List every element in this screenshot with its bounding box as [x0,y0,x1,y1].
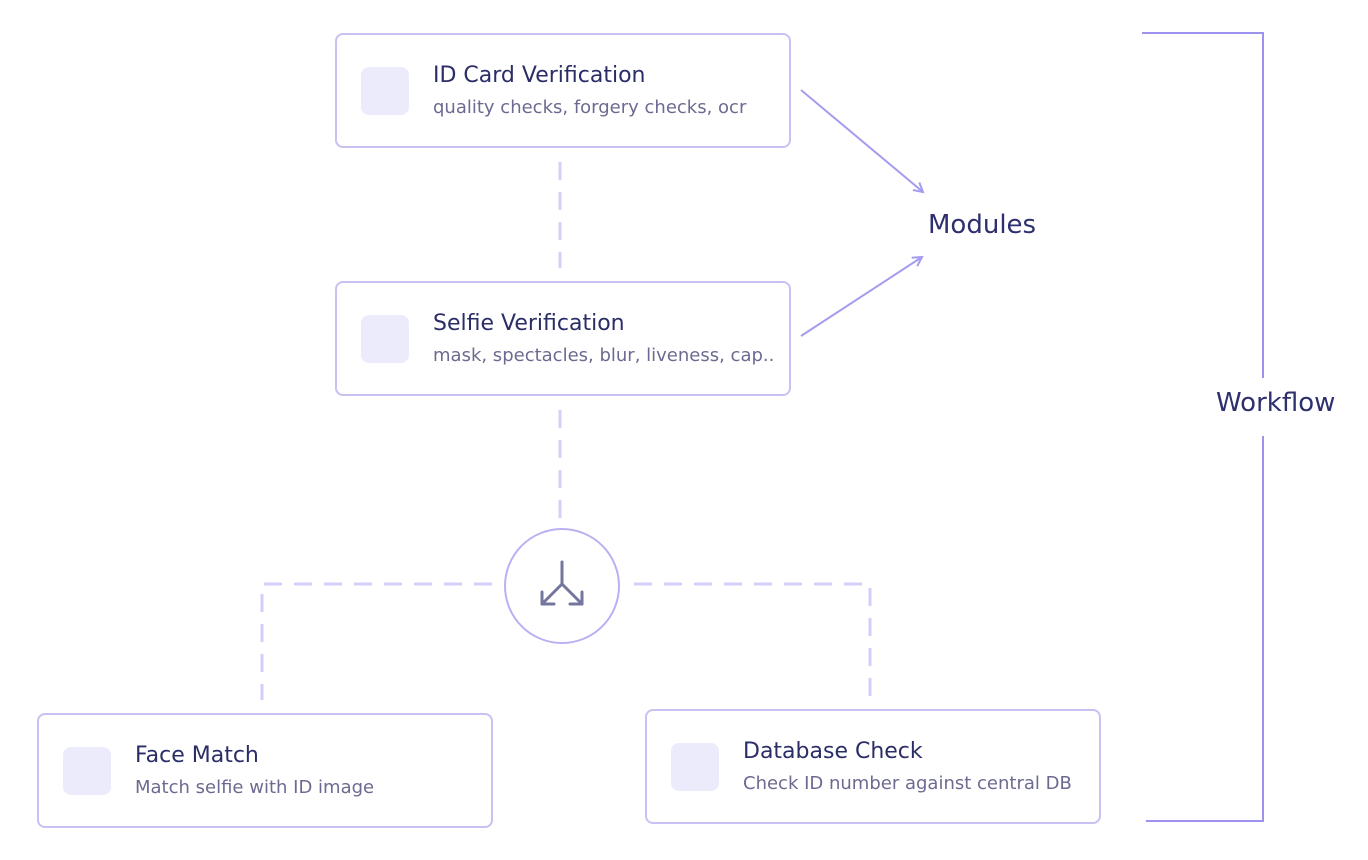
module-card-database-check[interactable]: Database Check Check ID number against c… [645,709,1101,824]
module-title: ID Card Verification [433,63,646,88]
workflow-label: Workflow [1216,388,1336,418]
module-card-face-match[interactable]: Face Match Match selfie with ID image [37,713,493,828]
module-title: Selfie Verification [433,311,625,336]
module-card-id-card-verification[interactable]: ID Card Verification quality checks, for… [335,33,791,148]
dashed-connector-split-face [260,582,492,700]
arrow-id-to-modules [800,89,923,192]
split-arrows-icon [540,560,584,606]
module-description: Check ID number against central DB [743,773,1072,794]
module-placeholder-icon [361,315,409,363]
module-description: quality checks, forgery checks, ocr [433,97,747,118]
module-placeholder-icon [671,743,719,791]
module-card-selfie-verification[interactable]: Selfie Verification mask, spectacles, bl… [335,281,791,396]
module-title: Face Match [135,743,259,768]
arrow-selfie-to-modules [800,257,922,337]
modules-label: Modules [928,210,1037,240]
module-description: Match selfie with ID image [135,777,375,798]
dashed-connector-split-db [634,582,872,696]
split-node[interactable] [504,528,620,644]
module-placeholder-icon [361,67,409,115]
module-placeholder-icon [63,747,111,795]
module-title: Database Check [743,739,923,764]
module-description: mask, spectacles, blur, liveness, cap.. [433,345,775,366]
